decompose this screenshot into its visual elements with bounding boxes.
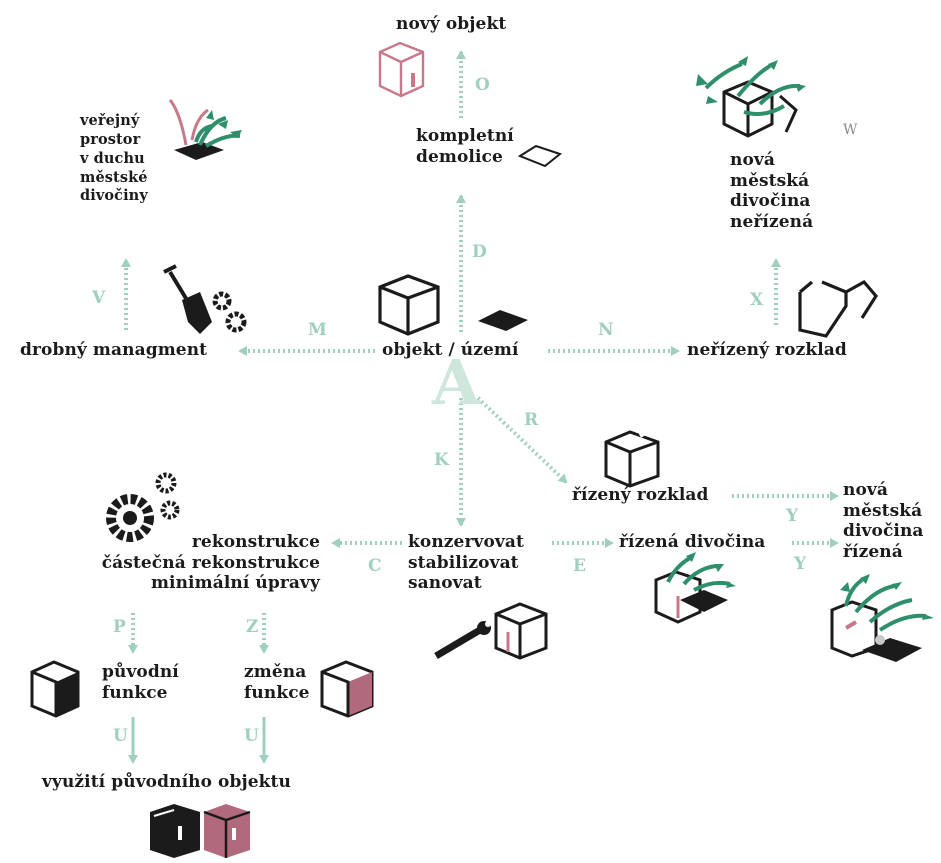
pink-side-cube-icon <box>320 660 374 718</box>
gears-large-icon <box>106 472 180 542</box>
tag-a: A <box>432 346 481 419</box>
tag-o: O <box>475 75 490 95</box>
wrench-icon <box>434 621 491 660</box>
label-objekt-uzemi: objekt / území <box>382 340 519 360</box>
tag-k: K <box>434 450 449 470</box>
flat-tile-icon <box>517 144 563 168</box>
tag-u1: U <box>113 726 128 746</box>
label-kompletni-demolice: kompletní demolice <box>416 126 514 167</box>
tag-u2: U <box>244 726 259 746</box>
cube-pink-edge-icon <box>494 602 548 660</box>
gears-small-icon <box>212 291 247 333</box>
tag-y2: Y <box>794 554 807 574</box>
tag-v: V <box>92 288 106 308</box>
tag-c: C <box>368 556 382 576</box>
black-tile-icon <box>478 310 528 331</box>
label-zmena-funkce: změna funkce <box>244 662 310 703</box>
pink-cube-icon <box>378 41 425 98</box>
tag-y1: Y <box>786 506 799 526</box>
double-cube-icon <box>150 804 251 858</box>
label-nova-divocina-rizena: nová městská divočina řízená <box>843 480 924 563</box>
tag-e: E <box>573 556 586 576</box>
cube-plants-icon <box>654 552 736 624</box>
label-novy-objekt: nový objekt <box>396 14 507 34</box>
black-cube-icon <box>30 660 80 718</box>
broken-cube-plants-icon: W <box>696 56 858 138</box>
cube-plants-large-icon <box>830 574 934 662</box>
label-drobny-managment: drobný managment <box>20 340 208 360</box>
label-rizeny-rozklad: řízený rozklad <box>572 485 709 505</box>
label-rekonstrukce: rekonstrukce částečná rekonstrukce minim… <box>101 532 320 594</box>
label-verejny-prostor: veřejný prostor v duchu městské divočiny <box>80 112 148 205</box>
label-nova-divocina-nerizena: nová městská divočina neřízená <box>730 150 814 233</box>
open-cube-icon <box>604 428 660 488</box>
cube-icon <box>378 274 440 336</box>
label-puvodni-funkce: původní funkce <box>102 662 179 703</box>
tag-n: N <box>598 320 614 340</box>
tag-z: Z <box>246 617 259 637</box>
broken-cube-icon <box>798 279 878 338</box>
plants-icon <box>168 99 242 160</box>
arrow-r <box>476 396 568 484</box>
small-mark: W <box>843 122 858 138</box>
tag-m: M <box>308 320 327 340</box>
label-nerizeny-rozklad: neřízený rozklad <box>687 340 847 360</box>
label-konzervovat: konzervovat stabilizovat sanovat <box>408 532 524 594</box>
tag-x: X <box>750 290 764 310</box>
tag-r: R <box>524 410 539 430</box>
arrows <box>121 50 839 764</box>
shovel-icon <box>163 264 212 334</box>
tag-d: D <box>472 242 487 262</box>
tag-p: P <box>113 617 126 637</box>
label-rizena-divocina: řízená divočina <box>619 532 766 552</box>
label-vyuziti: využití původního objektu <box>42 772 291 792</box>
